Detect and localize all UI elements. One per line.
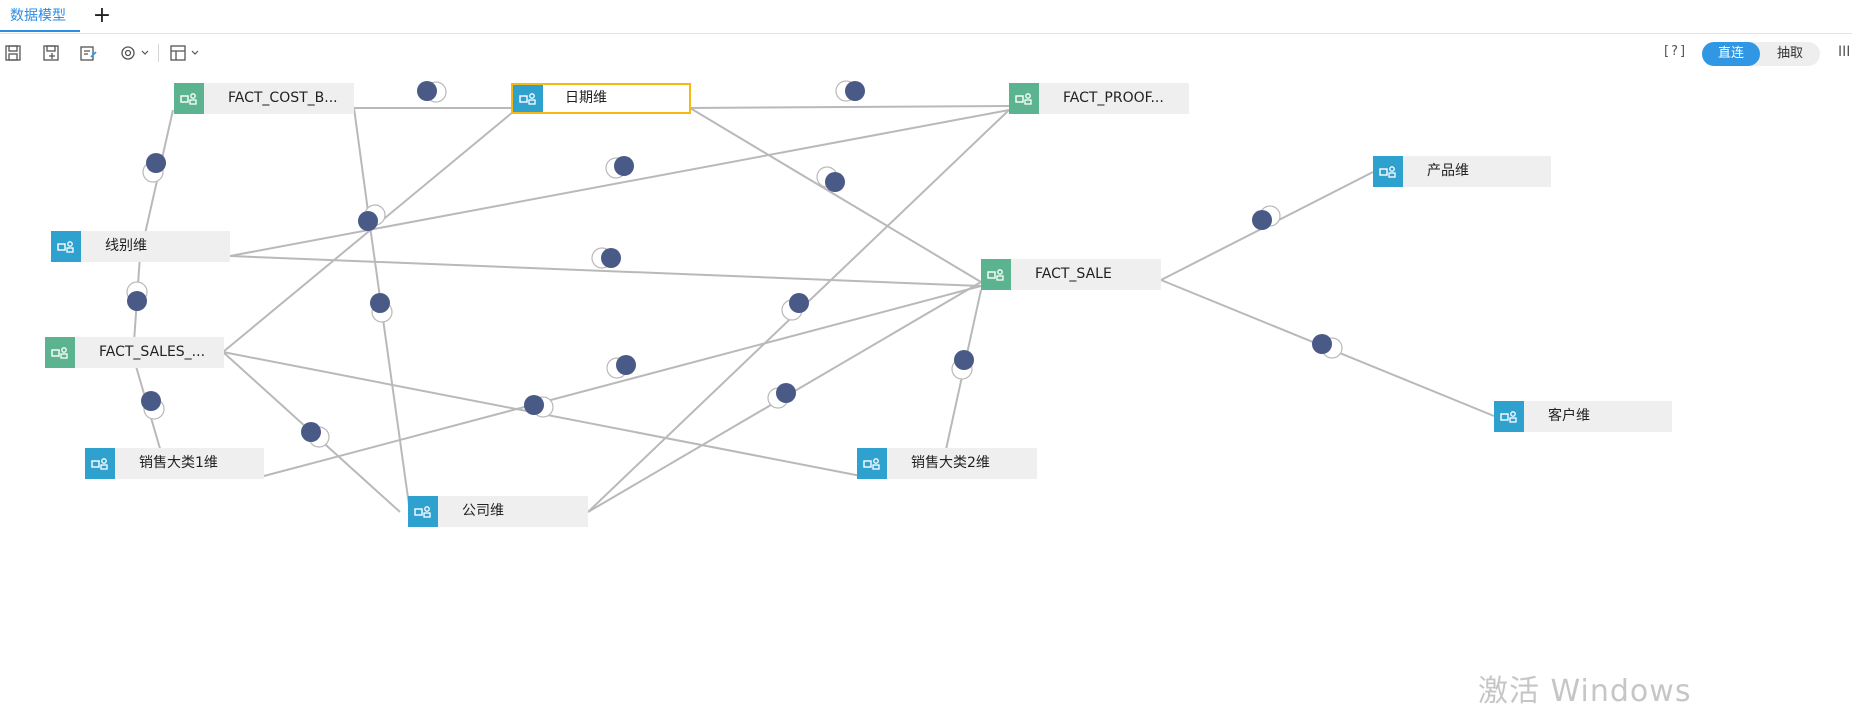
node-label: FACT_PROOF... <box>1063 90 1164 106</box>
table-node-sales-cat2-dim[interactable]: 销售大类2维 <box>857 448 1037 479</box>
node-label: 公司维 <box>462 503 504 519</box>
table-link-icon <box>408 496 438 527</box>
table-node-fact-proof[interactable]: FACT_PROOF... <box>1009 83 1189 114</box>
node-label: FACT_COST_B... <box>228 90 338 106</box>
relationship-lines <box>126 80 1495 513</box>
table-link-icon <box>1373 156 1403 187</box>
save-as-icon[interactable] <box>40 42 62 64</box>
table-node-sales-cat1-dim[interactable]: 销售大类1维 <box>85 448 264 479</box>
table-node-date-dim[interactable]: 日期维 <box>511 83 691 114</box>
table-link-icon <box>174 83 204 114</box>
node-label: 销售大类1维 <box>139 455 218 471</box>
table-link-icon <box>45 337 75 368</box>
save-icon[interactable] <box>2 42 24 64</box>
table-node-line-dim[interactable]: 线别维 <box>51 231 230 262</box>
table-node-fact-cost[interactable]: FACT_COST_B... <box>174 83 354 114</box>
add-tab-button[interactable]: + <box>92 3 112 28</box>
tab-data-model[interactable]: 数据模型 <box>0 0 80 32</box>
direct-connect-button[interactable]: 直连 <box>1702 42 1760 66</box>
table-node-product-dim[interactable]: 产品维 <box>1373 156 1551 187</box>
table-node-fact-sales[interactable]: FACT_SALES_... <box>45 337 224 368</box>
table-link-icon <box>513 85 543 112</box>
table-node-customer-dim[interactable]: 客户维 <box>1494 401 1672 432</box>
table-link-icon <box>1494 401 1524 432</box>
settings-dropdown-icon[interactable] <box>118 42 152 64</box>
table-node-company-dim[interactable]: 公司维 <box>408 496 588 527</box>
extract-button[interactable]: 抽取 <box>1776 46 1803 61</box>
help-button[interactable]: [?] <box>1664 44 1688 59</box>
more-options-icon[interactable]: III <box>1838 44 1851 60</box>
toolbar-divider <box>158 44 159 62</box>
table-link-icon <box>51 231 81 262</box>
tab-bar: 数据模型 + <box>0 0 1852 34</box>
table-link-icon <box>981 259 1011 290</box>
node-label: 销售大类2维 <box>911 455 990 471</box>
connection-mode-toggle: 直连 抽取 <box>1702 42 1820 66</box>
join-markers[interactable] <box>126 80 1343 448</box>
node-label: 线别维 <box>105 238 147 254</box>
node-label: FACT_SALE <box>1035 266 1112 282</box>
table-link-icon <box>85 448 115 479</box>
edit-icon[interactable] <box>77 42 99 64</box>
windows-activation-watermark: 激活 Windows <box>1478 674 1692 709</box>
node-label: 产品维 <box>1427 163 1469 179</box>
model-canvas[interactable]: FACT_COST_B... 日期维 FACT_PROOF... 产品维 线别维… <box>0 70 1852 685</box>
table-link-icon <box>1009 83 1039 114</box>
table-node-fact-sale[interactable]: FACT_SALE <box>981 259 1161 290</box>
table-link-icon <box>857 448 887 479</box>
node-label: 客户维 <box>1548 408 1590 424</box>
node-label: FACT_SALES_... <box>99 344 206 360</box>
node-label: 日期维 <box>565 90 607 106</box>
toolbar: [?] 直连 抽取 III <box>0 36 1852 70</box>
add-table-dropdown-icon[interactable] <box>168 42 202 64</box>
